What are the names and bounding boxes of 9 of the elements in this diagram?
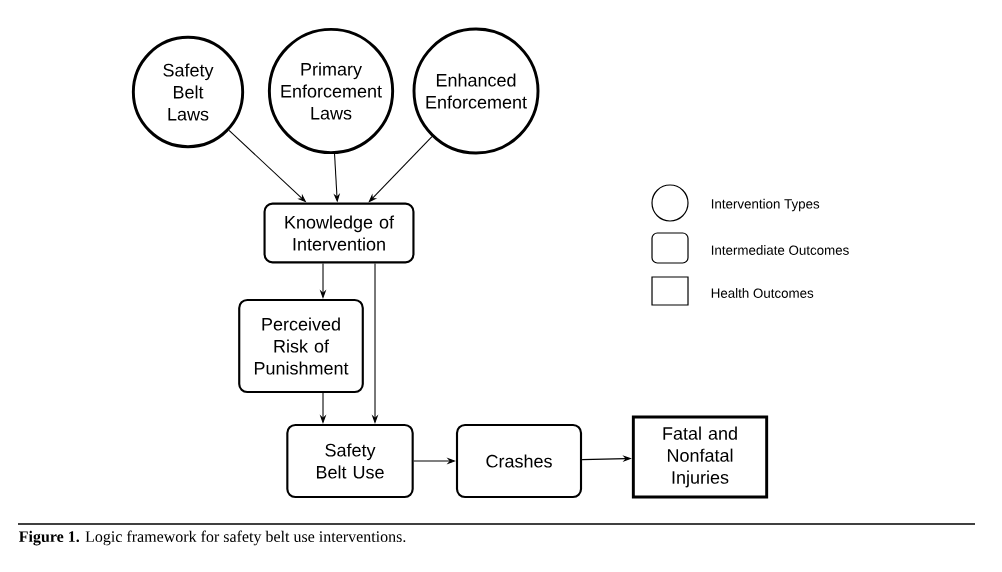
- legend-label: Intermediate Outcomes: [711, 245, 849, 255]
- caption: Figure 1. Logic framework for safety belt use interventions.: [19, 530, 406, 546]
- legend-label: Health Outcomes: [711, 288, 814, 298]
- outcome-box: Safety Belt Use: [286, 423, 414, 499]
- health-outcome-box: Fatal and Nonfatal Injuries: [631, 415, 769, 499]
- outcome-box: Perceived Risk of Punishment: [238, 298, 364, 394]
- outcome-box: Crashes: [455, 423, 583, 499]
- outcome-box: Knowledge of Intervention: [263, 202, 415, 264]
- legend-label: Intervention Types: [711, 198, 820, 212]
